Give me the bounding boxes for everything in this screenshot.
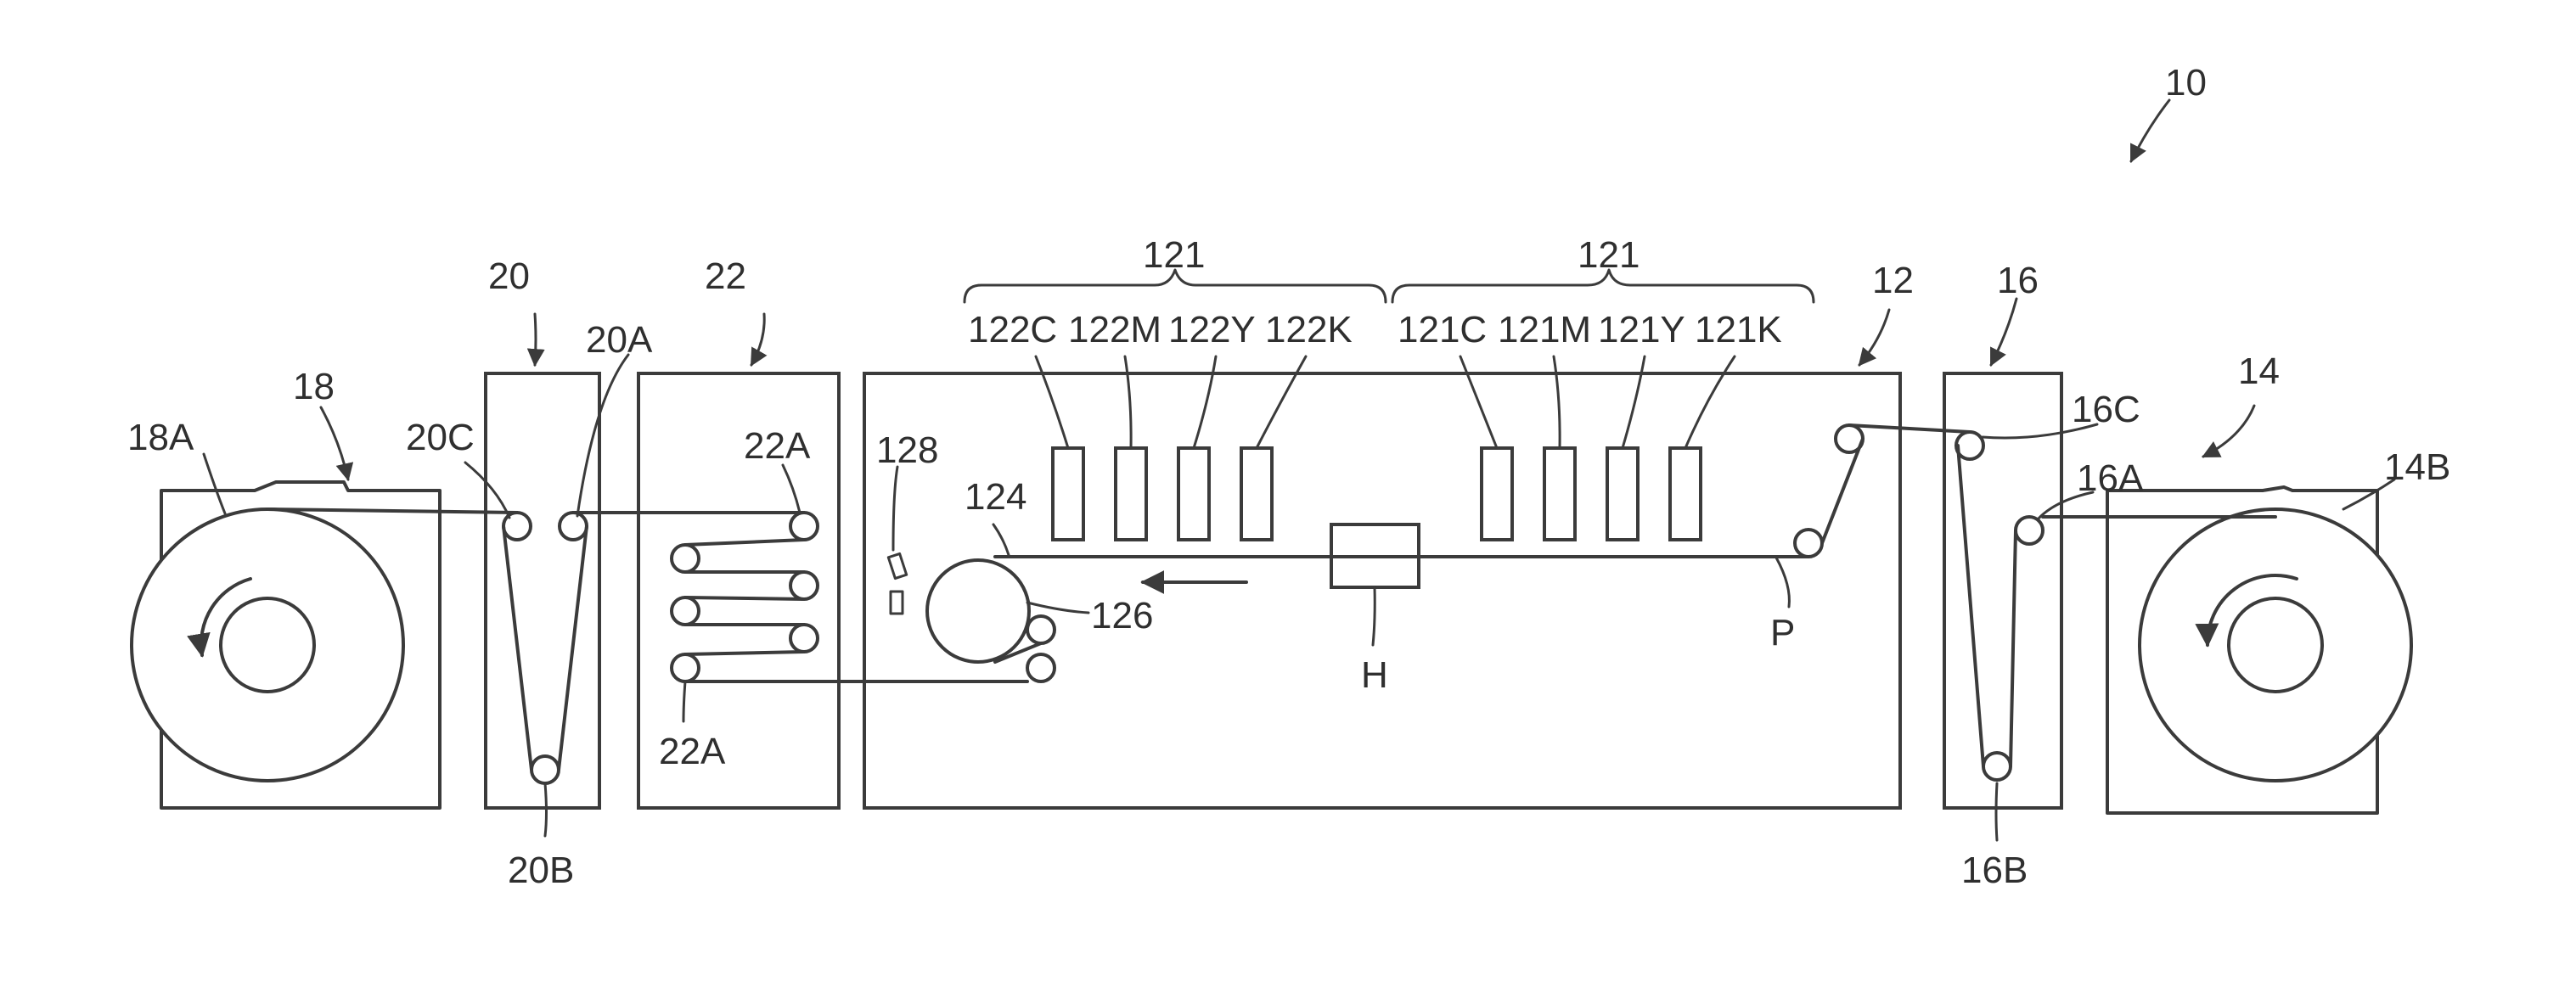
take-up-roll-core: [221, 598, 314, 692]
roller-16A: [2016, 517, 2043, 544]
unwinding-unit-14: [2107, 487, 2411, 813]
head-121K: [1670, 448, 1701, 540]
label-16A: 16A: [2077, 457, 2144, 499]
roller-12-b: [1027, 654, 1055, 681]
roller-22-l1: [672, 545, 699, 572]
label-121C: 121C: [1398, 309, 1487, 350]
label-H: H: [1361, 654, 1388, 696]
label-18A: 18A: [127, 417, 194, 458]
head-121Y: [1607, 448, 1638, 540]
label-14B: 14B: [2384, 446, 2450, 488]
roller-12-lower-right: [1795, 530, 1822, 557]
label-121-left: 121: [1143, 234, 1205, 276]
label-122M: 122M: [1068, 309, 1161, 350]
roller-16B: [1983, 753, 2011, 780]
label-P: P: [1770, 612, 1795, 653]
label-18: 18: [293, 366, 335, 407]
drum-126: [927, 560, 1029, 662]
roller-22-l2: [672, 597, 699, 625]
label-20A: 20A: [586, 319, 653, 361]
head-122Y: [1178, 448, 1209, 540]
label-22A-bottom: 22A: [659, 731, 726, 772]
label-121Y: 121Y: [1598, 309, 1685, 350]
label-20C: 20C: [406, 417, 475, 458]
roller-20A: [560, 513, 587, 540]
label-16C: 16C: [2072, 389, 2140, 430]
head-122C: [1053, 448, 1083, 540]
label-20B: 20B: [508, 850, 574, 891]
label-122C: 122C: [968, 309, 1057, 350]
label-124: 124: [965, 476, 1026, 518]
head-122K: [1241, 448, 1272, 540]
roller-22-r2: [790, 572, 818, 599]
label-20: 20: [488, 255, 530, 297]
roller-12-a: [1027, 616, 1055, 643]
roller-22A-top: [790, 513, 818, 540]
label-10: 10: [2165, 62, 2207, 104]
label-128: 128: [876, 429, 938, 471]
head-122M: [1116, 448, 1146, 540]
supply-roll-core: [2229, 598, 2322, 692]
roller-22-r3: [790, 625, 818, 652]
label-121M: 121M: [1498, 309, 1591, 350]
label-121K: 121K: [1695, 309, 1782, 350]
winding-unit-18: [132, 482, 440, 808]
label-122K: 122K: [1265, 309, 1353, 350]
label-16: 16: [1997, 260, 2039, 301]
roller-20C: [503, 513, 531, 540]
label-16B: 16B: [1961, 850, 2028, 891]
label-126: 126: [1091, 595, 1153, 637]
label-22: 22: [705, 255, 746, 297]
label-12: 12: [1872, 260, 1914, 301]
head-121M: [1544, 448, 1575, 540]
roller-20B: [532, 756, 559, 783]
label-22A-top: 22A: [744, 425, 811, 467]
head-121C: [1482, 448, 1512, 540]
label-122Y: 122Y: [1168, 309, 1256, 350]
printing-unit-12: [864, 373, 1900, 808]
label-14: 14: [2238, 350, 2280, 392]
roller-22A-bottom: [672, 654, 699, 681]
label-121-right: 121: [1578, 234, 1640, 276]
buffer-unit-20: [486, 373, 599, 808]
